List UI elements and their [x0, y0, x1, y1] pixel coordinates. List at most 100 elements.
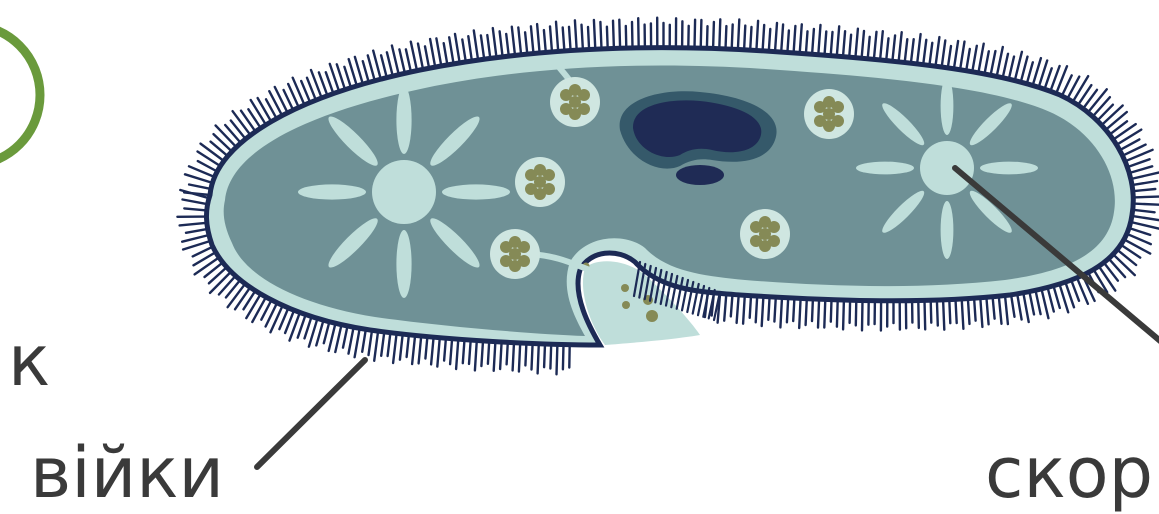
food-granule: [759, 216, 771, 228]
cilium: [231, 121, 246, 140]
cilium: [324, 322, 330, 344]
cilium: [329, 323, 336, 351]
cilium: [487, 35, 490, 58]
cilium: [252, 297, 266, 322]
cilium: [1093, 97, 1110, 116]
cilia-leader-line: [257, 360, 365, 467]
cilium: [556, 22, 558, 52]
cilium: [488, 341, 489, 364]
cilium: [962, 299, 964, 329]
cilium: [449, 37, 453, 64]
cilium: [743, 295, 745, 323]
cilium: [418, 44, 423, 70]
cilium: [972, 46, 977, 72]
cilium: [1117, 130, 1142, 145]
cilium: [892, 35, 895, 61]
cilium: [305, 317, 312, 339]
cilium: [1131, 222, 1159, 229]
cilium: [905, 39, 908, 62]
cilium: [991, 51, 996, 75]
cilium: [1127, 159, 1149, 167]
cilium: [868, 37, 870, 59]
cilium: [214, 134, 232, 151]
cilium: [1132, 181, 1157, 185]
cilium: [856, 300, 857, 325]
food-granule: [823, 120, 835, 132]
cilium: [923, 40, 926, 65]
cilium: [387, 52, 393, 76]
cilium: [855, 29, 858, 58]
cilium: [537, 24, 540, 53]
cilium: [626, 26, 627, 48]
contractile-vacuole-left: [298, 86, 510, 298]
cilium: [818, 299, 819, 327]
food-granule: [759, 240, 771, 252]
cilium: [184, 208, 206, 210]
cilium: [638, 18, 639, 48]
cilium: [886, 38, 888, 60]
cilium: [456, 339, 458, 369]
cilium: [1027, 62, 1033, 83]
cilium: [993, 297, 995, 319]
cilium: [1133, 204, 1159, 205]
cilium: [235, 287, 250, 309]
cilium: [369, 330, 373, 355]
cilium: [1011, 295, 1014, 317]
cilium: [600, 22, 601, 49]
cilium: [368, 55, 375, 80]
cilium: [985, 51, 989, 74]
cilium: [1133, 197, 1159, 198]
cilium: [1129, 228, 1150, 235]
cilium: [737, 295, 739, 323]
cilium: [512, 27, 515, 56]
cilium: [474, 30, 478, 60]
cilium: [880, 31, 883, 60]
cilium: [531, 26, 534, 53]
cilium: [1133, 210, 1155, 213]
cilium: [462, 40, 466, 62]
cilium: [750, 27, 751, 50]
cilium: [219, 276, 236, 295]
cilium: [209, 267, 227, 283]
cilium: [787, 31, 789, 53]
cilium: [1109, 259, 1125, 278]
cilium: [732, 24, 733, 49]
cilium: [233, 111, 251, 135]
cilium: [1131, 172, 1159, 179]
cilium: [544, 30, 546, 52]
micronucleus: [676, 165, 724, 185]
cilium: [1088, 89, 1107, 112]
cilium: [726, 26, 727, 49]
cilium: [812, 29, 814, 54]
cilium: [954, 41, 958, 69]
cilium: [241, 111, 256, 132]
cilium: [544, 344, 545, 367]
cilium: [763, 25, 765, 51]
cilium: [228, 284, 246, 308]
cilium: [493, 28, 497, 57]
cilium: [412, 335, 415, 364]
food-granule: [569, 108, 581, 120]
cilium: [374, 331, 378, 361]
cilium: [468, 36, 472, 61]
cilium: [707, 26, 708, 48]
cilium: [563, 28, 565, 52]
cilium: [1073, 76, 1088, 102]
cilium: [1015, 52, 1022, 81]
cilium: [1054, 286, 1060, 308]
cilium: [563, 345, 564, 370]
cilium: [343, 326, 348, 348]
cilium: [316, 320, 323, 345]
cilium: [925, 300, 926, 329]
cilium: [582, 25, 583, 50]
cilium: [216, 126, 237, 148]
cilium: [936, 37, 940, 66]
cilium: [948, 46, 951, 68]
cilium: [494, 342, 496, 371]
cilium: [607, 27, 608, 49]
cilium: [550, 344, 551, 368]
cilium: [831, 32, 833, 56]
cilium: [837, 300, 838, 327]
cilium: [475, 341, 477, 371]
cilium: [225, 125, 241, 143]
